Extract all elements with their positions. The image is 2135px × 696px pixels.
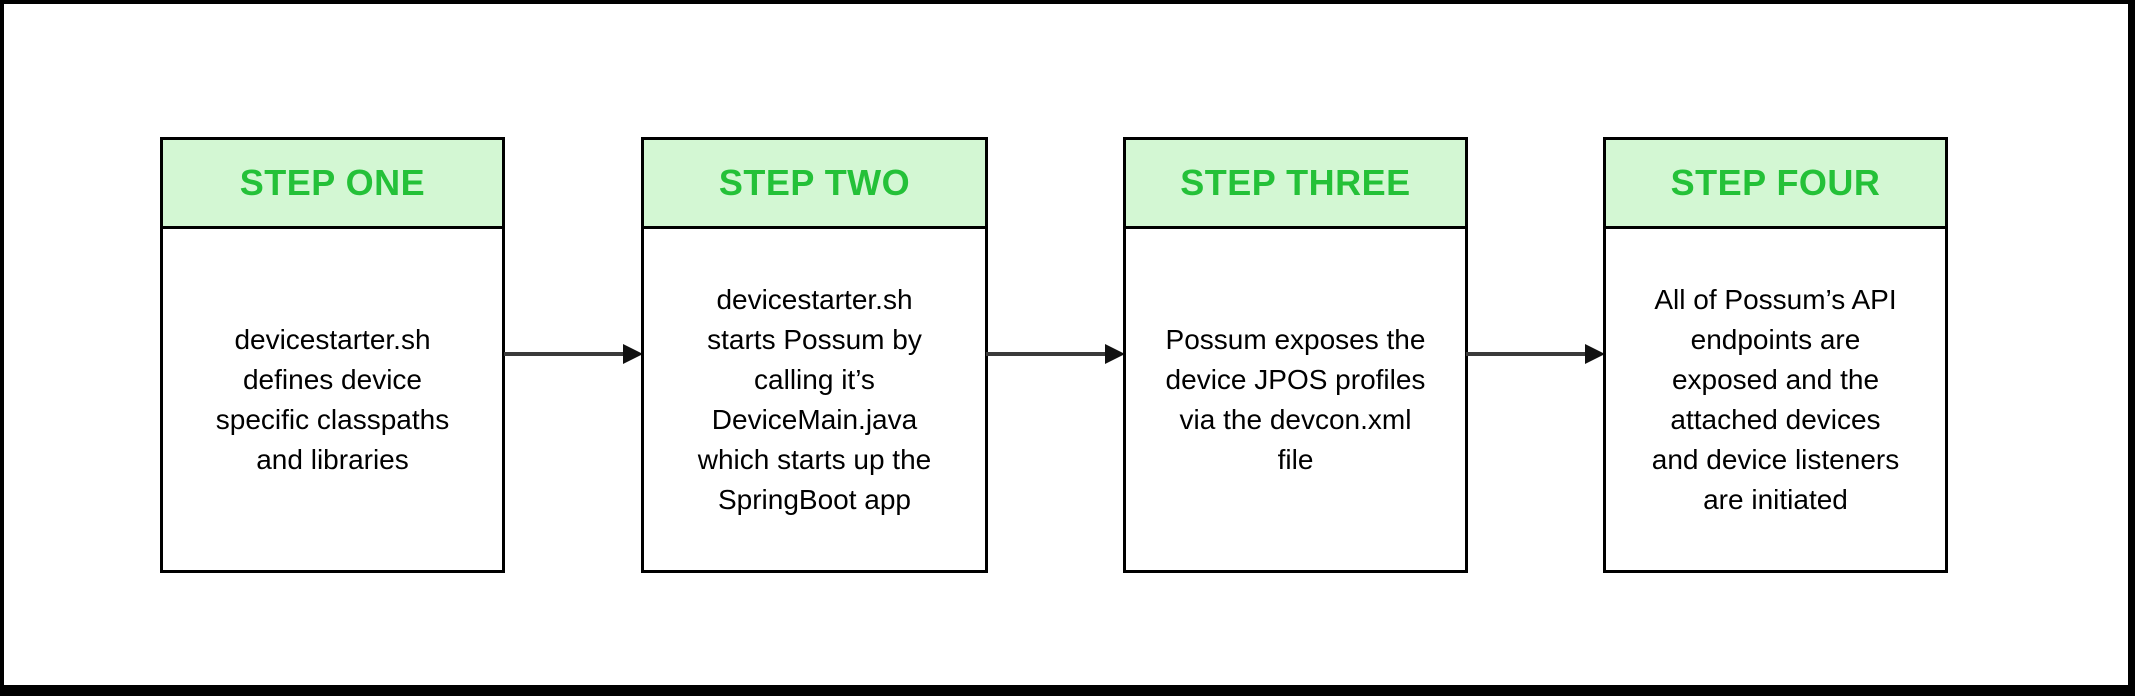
arrow-step2-to-step3 [986, 344, 1125, 364]
step-one-box: STEP ONE devicestarter.sh defines device… [160, 137, 505, 573]
step-three-box: STEP THREE Possum exposes the device JPO… [1123, 137, 1468, 573]
arrowhead-icon [1105, 344, 1125, 364]
step-three-title: STEP THREE [1126, 140, 1465, 229]
arrow-shaft [504, 352, 627, 356]
step-four-description: All of Possum’s API endpoints are expose… [1651, 283, 1900, 515]
step-three-description: Possum exposes the device JPOS profiles … [1165, 323, 1426, 475]
step-four-box: STEP FOUR All of Possum’s API endpoints … [1603, 137, 1948, 573]
arrow-step1-to-step2 [504, 344, 643, 364]
arrow-step3-to-step4 [1466, 344, 1605, 364]
step-four-title: STEP FOUR [1606, 140, 1945, 229]
arrowhead-icon [623, 344, 643, 364]
arrow-shaft [986, 352, 1109, 356]
step-two-title: STEP TWO [644, 140, 985, 229]
step-one-description: devicestarter.sh defines device specific… [215, 323, 450, 475]
arrow-shaft [1466, 352, 1589, 356]
step-two-box: STEP TWO devicestarter.sh starts Possum … [641, 137, 988, 573]
step-two-description: devicestarter.sh starts Possum by callin… [697, 283, 932, 515]
step-one-title: STEP ONE [163, 140, 502, 229]
arrowhead-icon [1585, 344, 1605, 364]
